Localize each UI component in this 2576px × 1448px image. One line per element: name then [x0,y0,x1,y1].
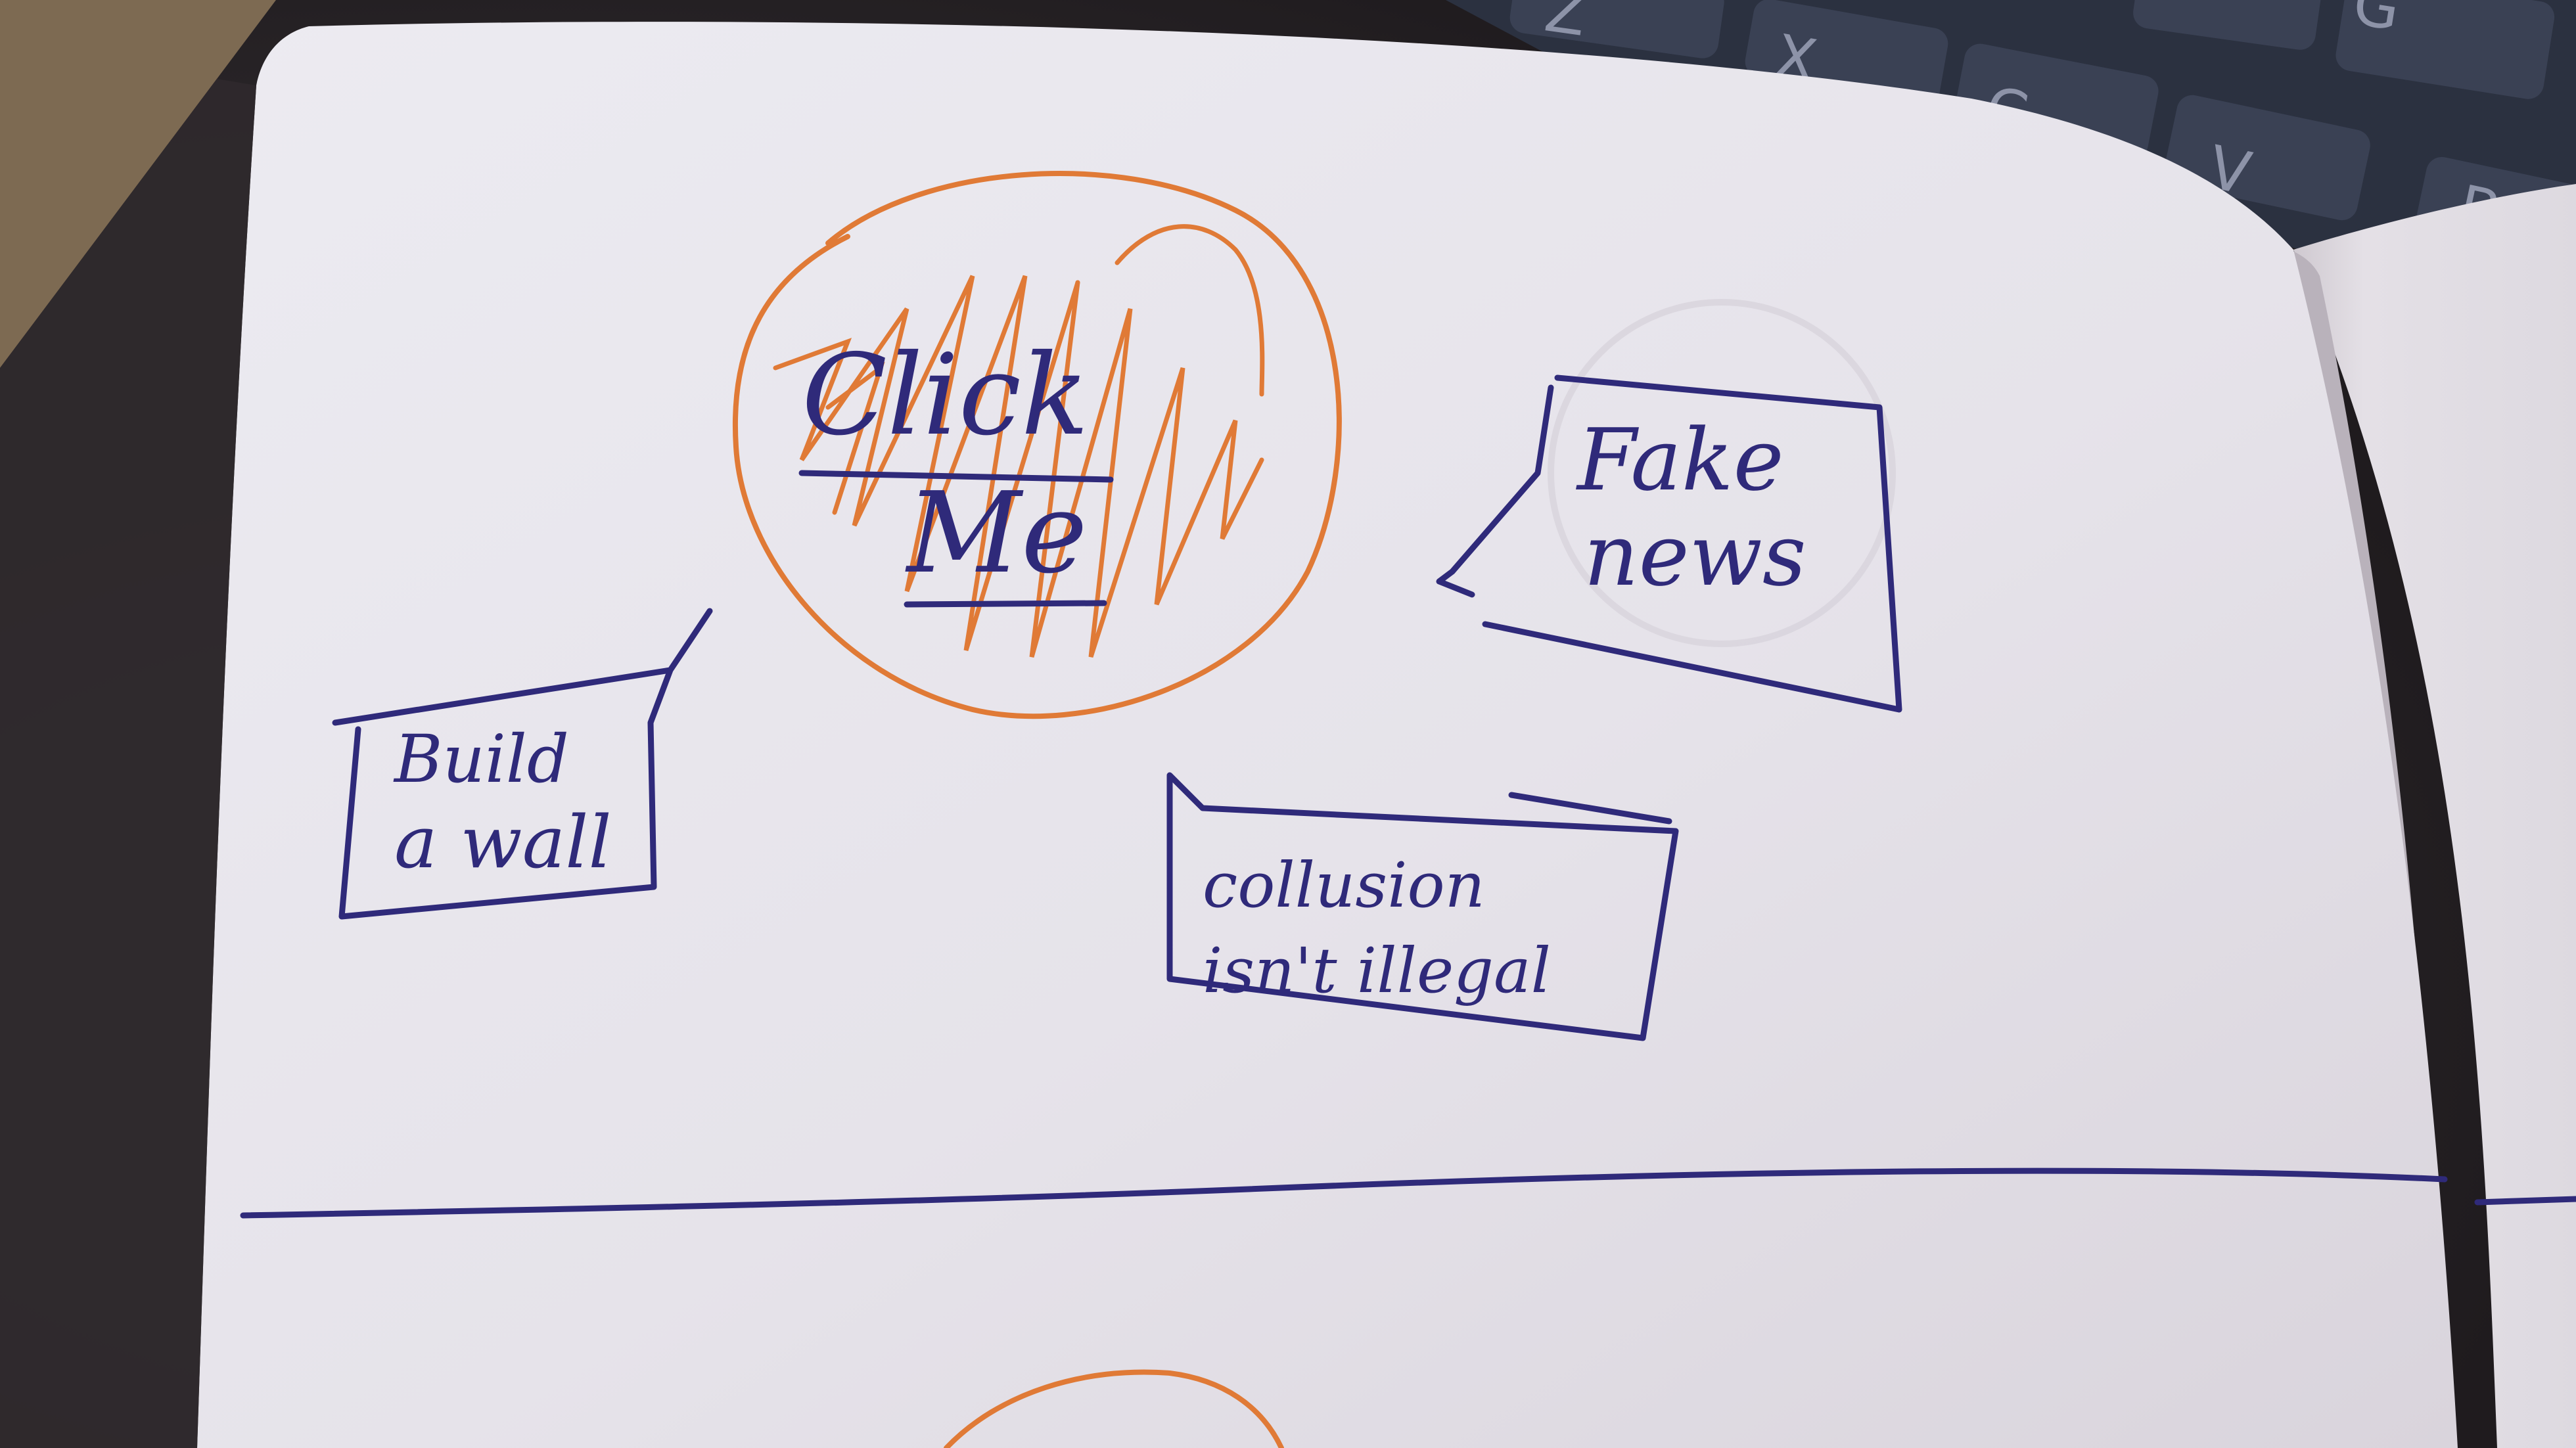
notebook-cover-edge [0,79,256,1448]
box-outline [332,608,713,920]
orange-circle-outline [733,171,1342,719]
click-me-bubble: Click Me [733,171,1342,719]
fake-label: Fake [1576,410,1784,510]
keyboard-key [2335,0,2555,99]
orange-hatching [773,224,1265,658]
box-outline [1166,772,1679,1041]
collusion-label: collusion [1203,849,1485,922]
collusion-box: collusion isn't illegal [1166,772,1679,1041]
build-label: Build [393,721,569,798]
speech-bubble-outline [1436,374,1902,713]
underline [798,470,1114,483]
keyboard-key [2133,0,2322,50]
click-label: Click [802,330,1089,461]
bleed-through-mark [1548,299,1896,647]
notebook-page [197,22,2458,1448]
keyboard-key [1509,0,1724,58]
wall-label: a wall [394,800,612,884]
fake-news-box: Fake news [1436,374,1902,713]
notebook-right-page [2293,184,2576,1448]
orange-arc-bottom [944,1369,1284,1448]
underline [904,600,1107,608]
news-label: news [1584,505,1806,605]
divider-line [240,1167,2576,1219]
build-a-wall-box: Build a wall [332,608,713,920]
illegal-label: isn't illegal [1203,935,1551,1007]
me-label: Me [905,468,1088,599]
